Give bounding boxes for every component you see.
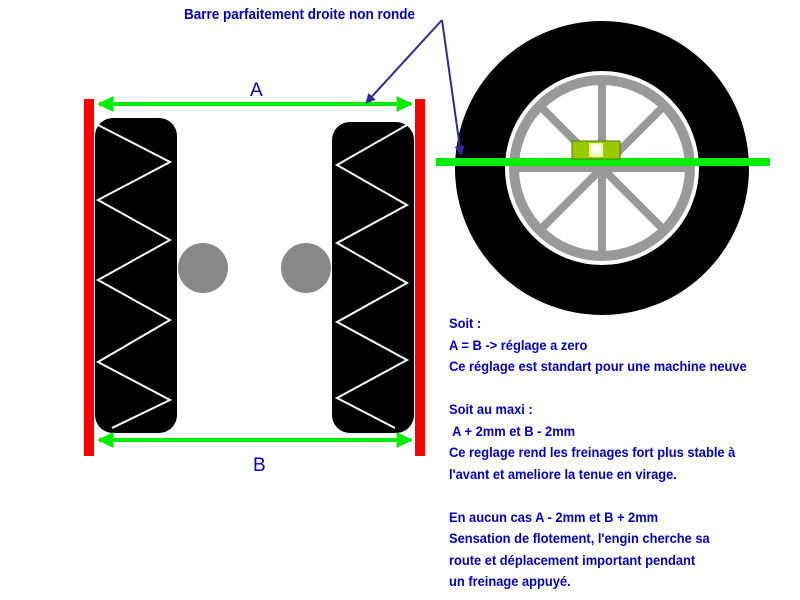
straight-bar-callout: Barre parfaitement droite non ronde <box>184 6 416 23</box>
side-view-wheel <box>455 21 749 315</box>
note-line <box>449 485 766 507</box>
left-wheel-top-view <box>95 118 177 433</box>
note-line: En aucun cas A - 2mm et B + 2mm <box>449 508 659 525</box>
side-view-straight-bar <box>436 158 770 166</box>
explanation-notes: Soit : A = B -> réglage a zero Ce réglag… <box>449 313 766 593</box>
note-line: Soit au maxi : <box>449 401 533 417</box>
note-line: un freinage appuyé. <box>449 573 571 589</box>
dimension-b-label: B <box>253 455 266 476</box>
left-hub <box>178 243 228 293</box>
callout-arrows <box>365 19 465 156</box>
right-wheel-top-view <box>332 122 414 433</box>
note-line <box>449 378 766 400</box>
note-line: route et déplacement important pendant <box>449 551 696 568</box>
note-line: A + 2mm et B - 2mm <box>449 422 576 439</box>
right-straight-bar <box>415 99 425 456</box>
note-line: Soit : <box>449 315 482 331</box>
note-line: Ce réglage est standart pour une machine… <box>449 358 747 374</box>
right-hub <box>281 243 331 293</box>
note-line: Sensation de flotement, l'engin cherche … <box>449 530 710 546</box>
note-line: l'avant et ameliore la tenue en virage. <box>449 465 677 482</box>
left-straight-bar <box>84 99 94 456</box>
dimension-a-label: A <box>250 80 263 101</box>
note-line: A = B -> réglage a zero <box>449 336 588 353</box>
note-line: Ce reglage rend les freinages fort plus … <box>449 444 736 460</box>
spirit-level-icon <box>571 140 621 160</box>
